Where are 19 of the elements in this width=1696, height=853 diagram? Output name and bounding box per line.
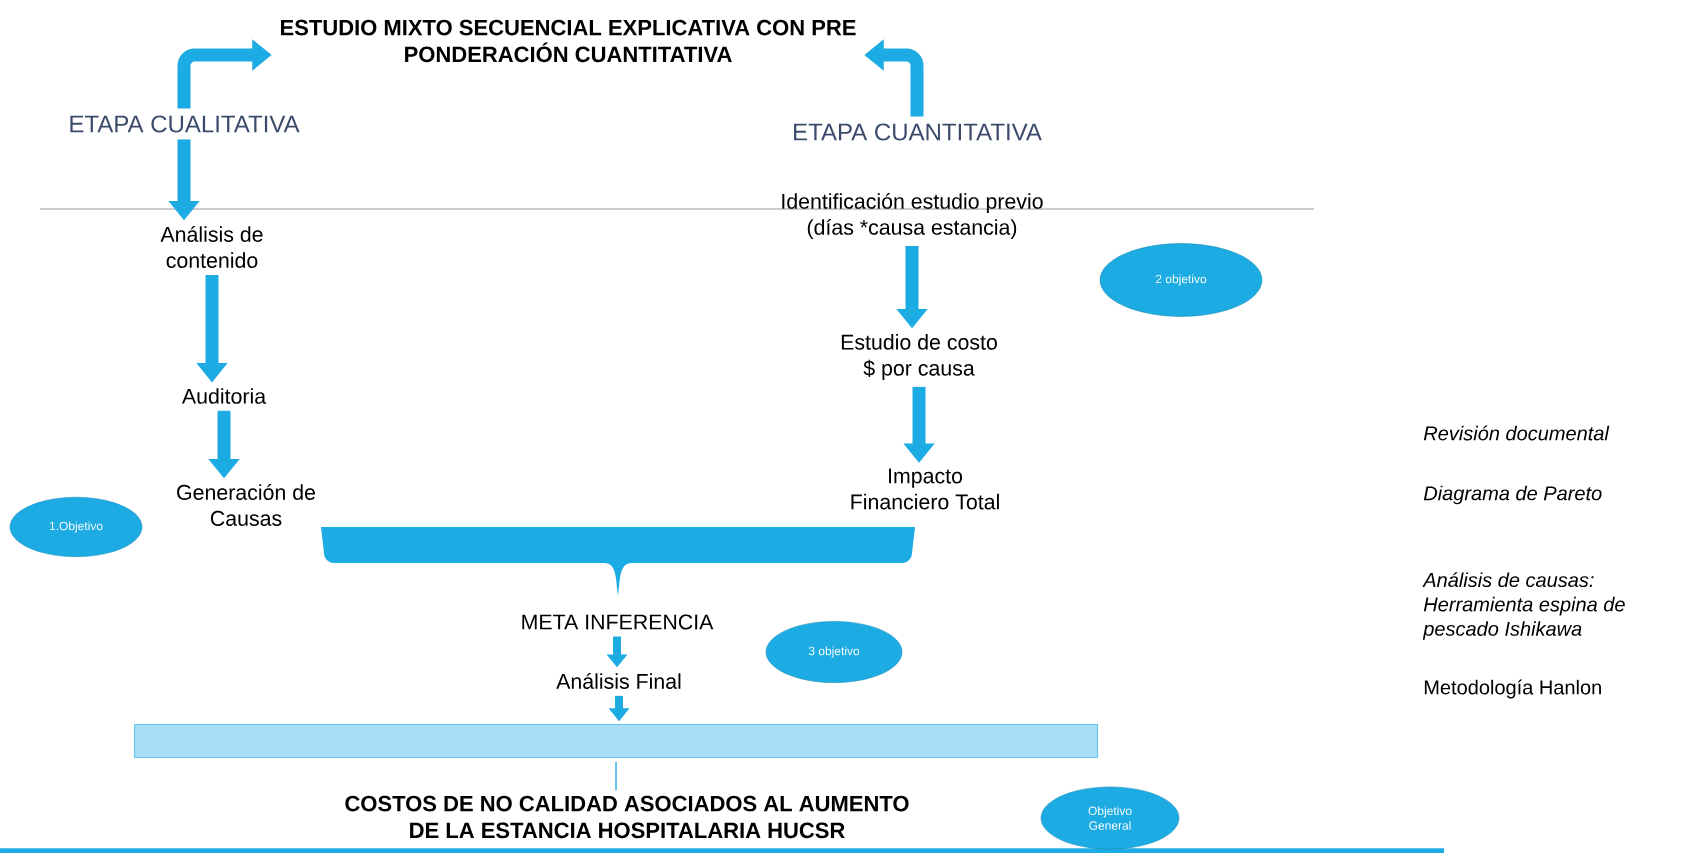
method-note: Análisis de causas: Herramienta espina de pescado Ishikawa [1422,572,1625,640]
method-note: Revisión documental [1423,425,1610,441]
heading-text: COSTOS DE NO CALIDAD ASOCIADOS AL AUMENTO DE LA ESTANCIA HOSPITALARIA HUCSR [345,795,909,839]
step-text: Estudio de costo $ por causa [841,334,997,380]
step-text: Identificación estudio previo (días *causa estancia) [782,192,1043,240]
step-text: Análisis de contenido [160,226,263,268]
connector-line [615,761,617,791]
stage-heading: ETAPA CUALITATIVA [70,115,300,133]
stage-heading: ETAPA CUANTITATIVA [794,123,1042,141]
step-text: META INFERENCIA [522,614,714,630]
result-bar [133,723,1099,759]
brace [321,527,915,595]
step-text: Impacto Financiero Total [851,468,999,510]
step-text: Análisis Final [556,673,681,689]
method-note: Diagrama de Pareto [1423,485,1602,505]
method-note: Metodología Hanlon [1424,679,1601,699]
heading-text: ESTUDIO MIXTO SECUENCIAL EXPLICATIVA CON PRE PONDERACIÓN CUANTITATIVA [281,19,856,63]
step-text: Auditoria [181,388,267,404]
step-text: Generación de Causas [177,484,315,526]
